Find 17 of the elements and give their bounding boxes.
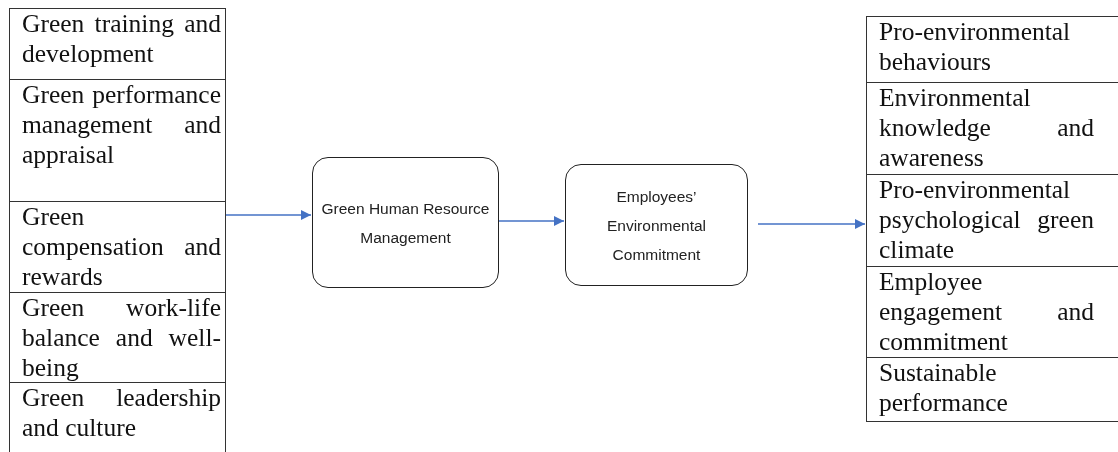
- table-cell: Environmental knowledge and awareness: [867, 82, 1118, 174]
- table-cell: Green compensation and rewards: [10, 201, 225, 292]
- table-cell: Pro-environmental behaviours: [867, 17, 1118, 82]
- arrow: [225, 210, 312, 220]
- table-cell: Sustainable performance: [867, 357, 1118, 423]
- rounded-box: Green Human Resource Management: [312, 157, 499, 288]
- arrow: [498, 216, 565, 226]
- rounded-box: Employees’ Environmental Commitment: [565, 164, 748, 286]
- table-cell: Pro-environmental psychological green climate: [867, 174, 1118, 266]
- table-cell: Employee engagement and commitment: [867, 266, 1118, 357]
- table-frame: [9, 8, 226, 452]
- table-cell: Green leadership and culture: [10, 382, 225, 452]
- table-cell: Green work-life balance and well-being: [10, 292, 225, 382]
- table-cell: Green training and development: [10, 9, 225, 79]
- table-frame: [866, 16, 1118, 422]
- table-cell: Green performance management and appraisal: [10, 79, 225, 201]
- arrow: [757, 219, 866, 229]
